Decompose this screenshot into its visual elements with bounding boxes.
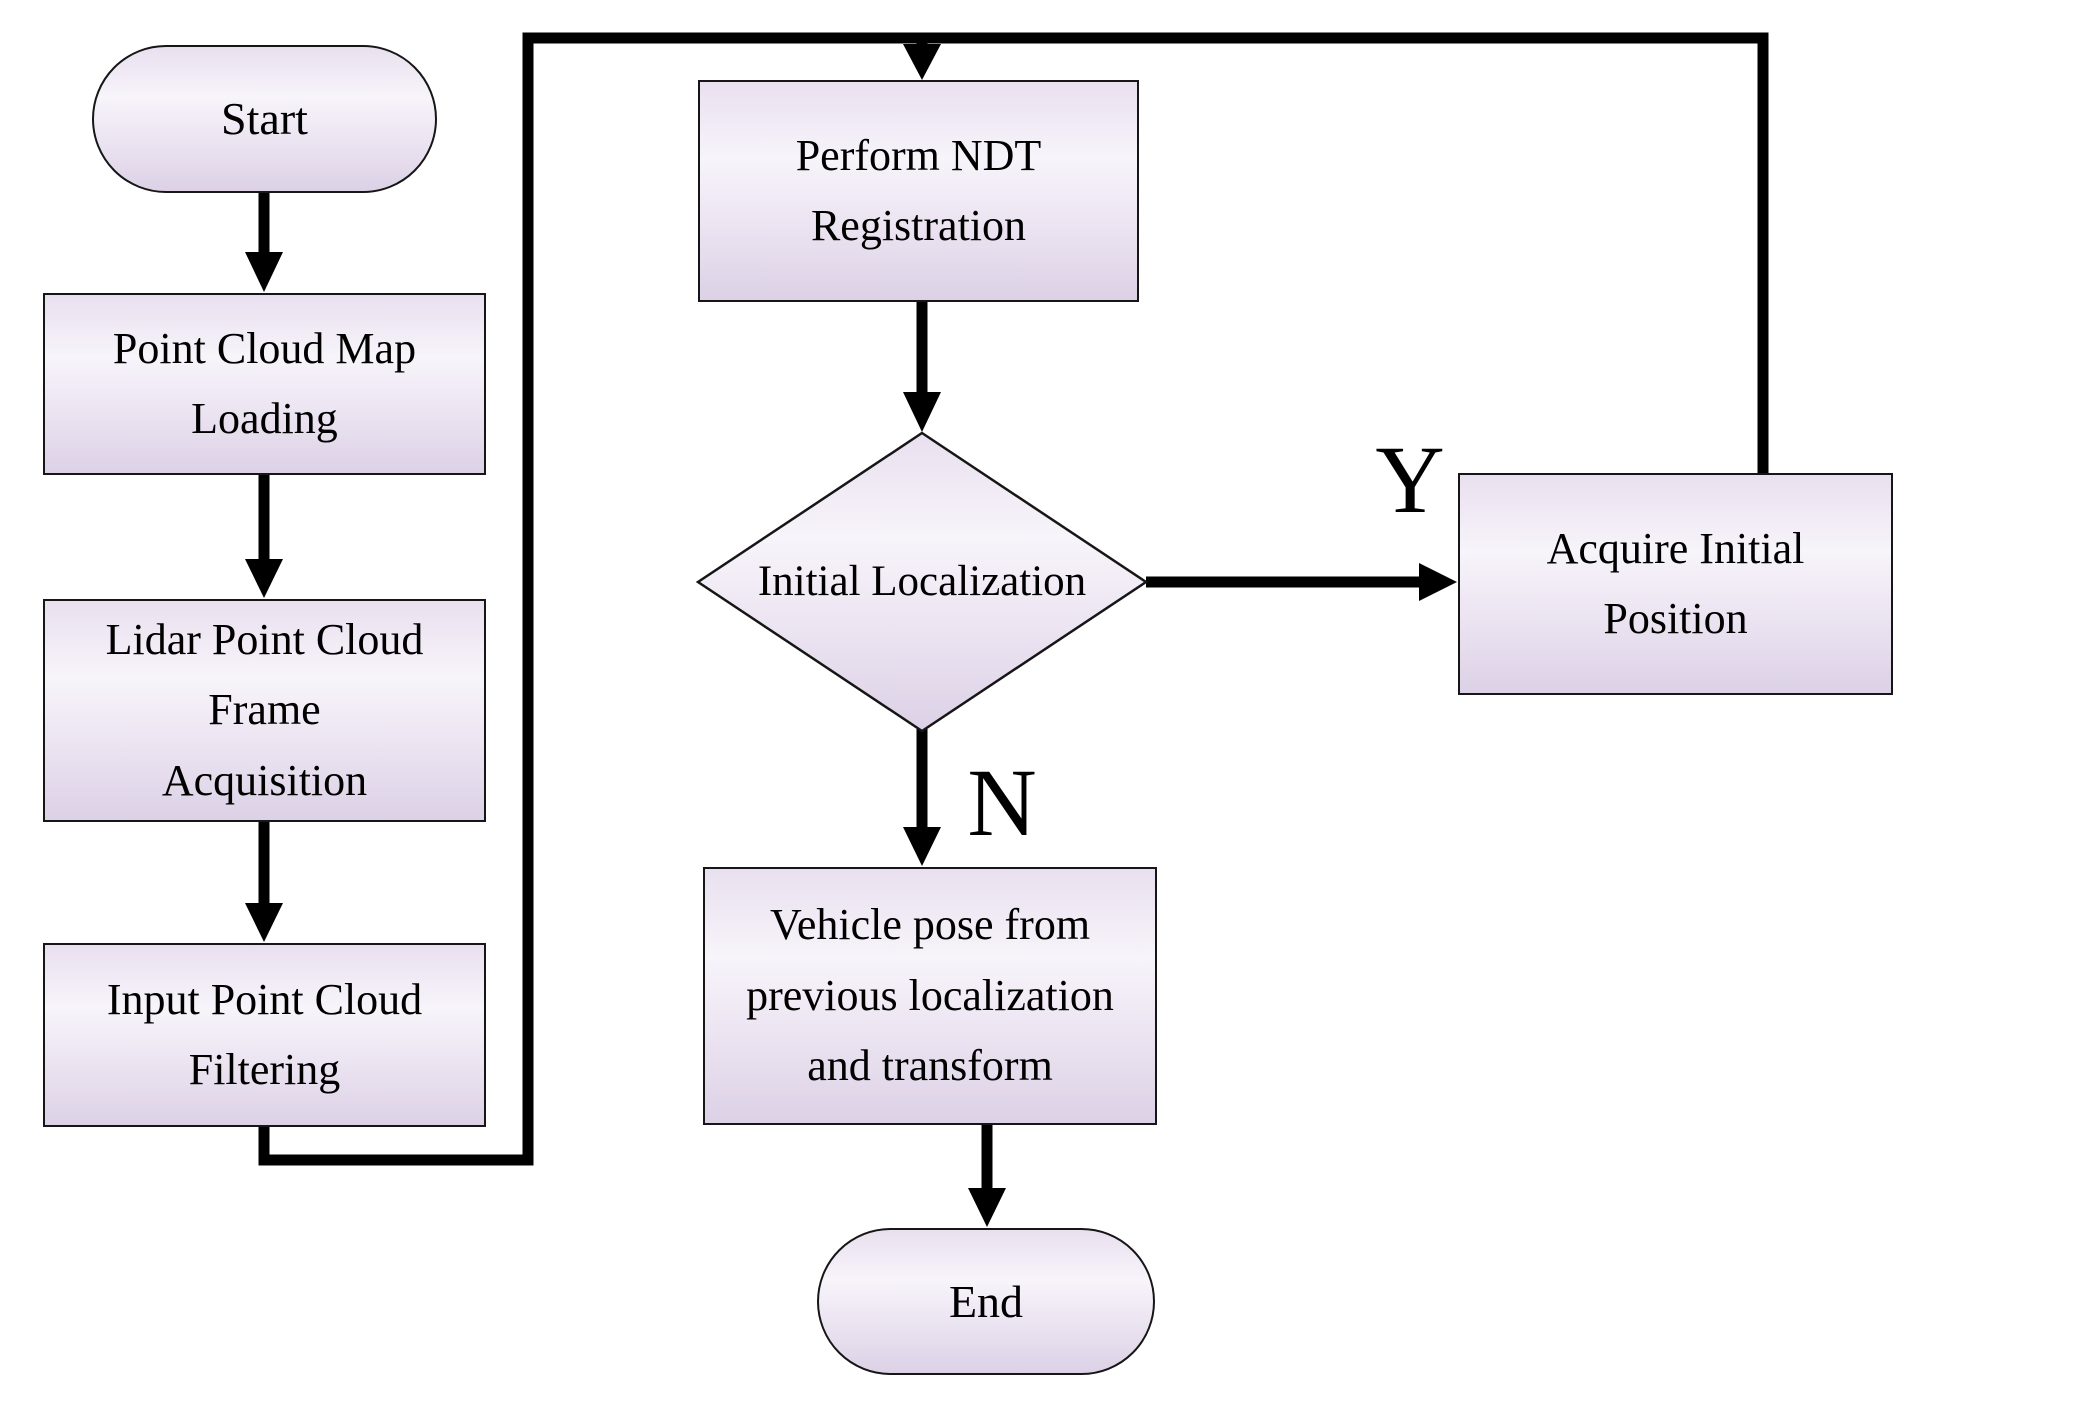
node-lidar-frame-label: Lidar Point Cloud Frame Acquisition: [105, 614, 424, 805]
node-map-loading-label: Point Cloud Map Loading: [112, 323, 417, 443]
node-start-label: Start: [221, 93, 308, 145]
node-filtering-label: Input Point Cloud Filtering: [106, 974, 423, 1094]
node-initial-localization: Initial Localization: [702, 433, 1142, 731]
node-start: Start: [92, 45, 437, 193]
edge-acquire-return-to-ndt: [916, 32, 1769, 477]
node-lidar-frame: Lidar Point Cloud Frame Acquisition: [43, 599, 486, 822]
arrowhead-into-end: [968, 1188, 1006, 1227]
arrowhead-into-vehicle-pose: [903, 827, 941, 866]
node-ndt: Perform NDT Registration: [698, 80, 1139, 302]
node-vehicle-pose-label: Vehicle pose from previous localization …: [746, 900, 1114, 1091]
node-acquire-position-label: Acquire Initial Position: [1546, 523, 1805, 643]
arrowhead-into-acquire: [1419, 563, 1457, 601]
branch-label-yes: Y: [1375, 426, 1445, 533]
branch-label-no: N: [967, 749, 1037, 856]
edge-filtering-loop-to-ndt: [258, 32, 928, 1166]
node-acquire-position: Acquire Initial Position: [1458, 473, 1893, 695]
node-vehicle-pose: Vehicle pose from previous localization …: [703, 867, 1157, 1125]
node-map-loading: Point Cloud Map Loading: [43, 293, 486, 475]
node-end: End: [817, 1228, 1155, 1375]
node-initial-localization-label: Initial Localization: [757, 557, 1087, 605]
arrowhead-into-ndt: [903, 44, 941, 80]
arrowhead-into-decision: [903, 392, 941, 432]
node-initial-localization-shape: [695, 431, 1149, 733]
node-end-label: End: [948, 1275, 1024, 1327]
node-ndt-label: Perform NDT Registration: [795, 130, 1042, 250]
arrowhead-into-filtering: [245, 903, 283, 942]
arrowhead-into-map-loading: [245, 252, 283, 292]
node-filtering: Input Point Cloud Filtering: [43, 943, 486, 1127]
arrowhead-into-lidar-frame: [245, 559, 283, 598]
